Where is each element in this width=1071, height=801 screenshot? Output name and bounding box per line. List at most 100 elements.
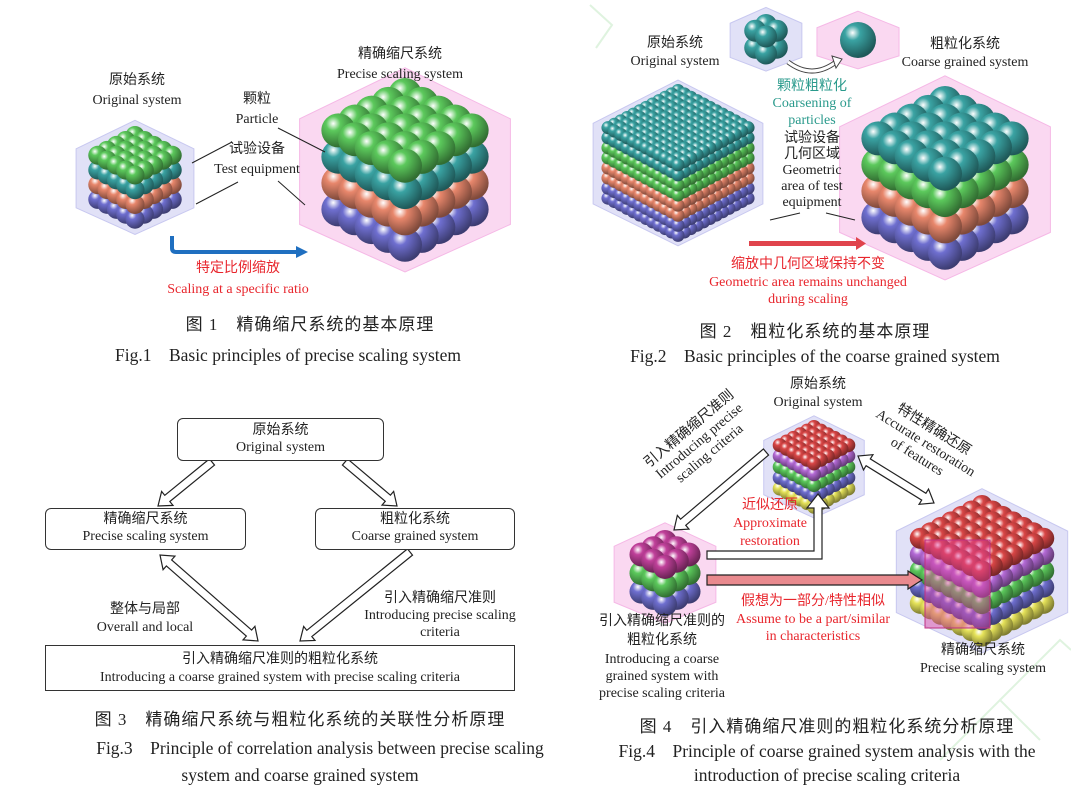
particle [671,168,685,182]
fig1-caption-en: Fig.1 Basic principles of precise scalin… [114,345,462,365]
fig2-geo-label-en-3: equipment [782,195,842,210]
fig2-scaling-arrowhead [856,237,866,250]
fig3-combined-box: 引入精确缩尺准则的粗粒化系统 Introducing a coarse grai… [45,645,515,691]
fig3-caption-en-2: system and coarse grained system [181,765,419,785]
fig4-cg-label-cn-2: 粗粒化系统 [627,633,697,648]
particle [671,198,685,212]
particle [388,175,422,210]
fig4-precise-label-en: Precise scaling system [920,661,1046,676]
fig3-original-label-cn: 原始系统 [252,423,309,438]
fig4-assume-label-cn: 假想为一部分/特性相似 [741,594,885,609]
fig3-coarse-box: 粗粒化系统 Coarse grained system [315,508,515,550]
particle [755,25,777,48]
fig1-original-cube [75,119,195,235]
fig1-scaling-arrow [170,236,298,254]
particle [653,554,677,579]
particle [125,194,145,214]
fig2-caption-en: Fig.2 Basic principles of the coarse gra… [630,346,1000,366]
fig2-unchanged-label-cn: 缩放中几何区域保持不变 [731,257,885,272]
particle [388,148,422,183]
fig3-intro-label-en-1: Introducing precise scaling [364,608,516,623]
particle [971,593,993,615]
fig4-original-label-en: Original system [773,395,863,410]
particle [807,478,821,493]
fig4-approx-label-en-1: Approximate [733,516,807,531]
fig3-precise-label-en: Precise scaling system [82,529,209,544]
fig3-overall-label-en: Overall and local [96,620,194,635]
fig3-combined-label-cn: 引入精确缩尺准则的粗粒化系统 [182,652,378,667]
fig2-coarsening-label-en-1: Coarsening of [772,96,852,111]
particle [928,209,962,244]
fig2-leader-left [769,212,801,221]
fig4-approx-label-en-2: restoration [740,534,800,549]
fig3-combined-label-en: Introducing a coarse grained system with… [100,670,460,685]
fig1-particle-label-en: Particle [235,112,279,127]
particle [928,235,962,270]
particle [671,208,685,222]
fig3-arrow-overall-local [159,554,259,642]
particle [971,609,993,631]
fig2-original-cube [592,79,764,247]
fig1-scaling-label-cn: 特定比例缩放 [196,261,280,276]
fig4-arrow-introduce-criteria [673,448,770,531]
fig1-equipment-leader-right [277,180,306,206]
particle [125,180,145,200]
fig3-precise-label-cn: 精确缩尺系统 [103,512,188,527]
fig3-intro-label-cn: 引入精确缩尺准则 [384,591,496,606]
fig4-precise-cube [895,488,1069,654]
fig2-coarsening-label-en-2: particles [788,113,836,128]
fig1-equipment-leader-left [195,181,239,205]
fig2-geo-label-cn-1: 试验设备 [784,131,840,146]
fig4-original-label-cn: 原始系统 [790,377,846,392]
fig4-arrow-accurate-restoration [857,453,935,506]
fig1-precise-cube [299,67,511,273]
fig1-original-label-cn: 原始系统 [109,73,165,88]
fig1-precise-label-cn: 精确缩尺系统 [358,47,442,62]
fig4-caption-en-1: Fig.4 Principle of coarse grained system… [618,741,1036,761]
fig2-coarse-label-cn: 粗粒化系统 [930,37,1000,52]
fig4-caption-en-2: introduction of precise scaling criteria [693,765,961,785]
fig4-cg-label-en-2: grained system with [605,669,719,684]
fig2-geo-label-cn-2: 几何区域 [784,147,840,162]
fig3-caption-cn: 图 3 精确缩尺系统与粗粒化系统的关联性分析原理 [94,710,506,729]
fig2-coarse-label-en: Coarse grained system [901,55,1029,70]
fig1-equipment-label-en: Test equipment [214,162,300,177]
fig4-original-cube [763,415,865,519]
fig4-precise-label-cn: 精确缩尺系统 [941,643,1025,658]
particle [971,576,993,598]
fig4-assume-label-en-2: in characteristics [765,629,861,644]
fig2-geo-label-en-1: Geometric [782,163,842,178]
fig1-scaling-arrowhead [296,246,308,258]
fig3-arrow-introduce-criteria [299,548,414,642]
particle [653,573,677,598]
particle [653,592,677,617]
fig3-caption-en-1: Fig.3 Principle of correlation analysis … [96,738,544,758]
fig1-particle-leader-right [277,127,326,153]
particle [671,158,685,172]
fig2-unchanged-label-en-1: Geometric area remains unchanged [709,275,907,290]
fig3-coarse-label-cn: 粗粒化系统 [380,512,450,527]
fig4-coarse-cube [613,522,717,624]
fig1-precise-label-en: Precise scaling system [337,67,463,82]
fig3-original-box: 原始系统 Original system [177,418,384,461]
fig3-original-label-en: Original system [235,440,326,455]
fig3-arrow-to-precise [157,458,216,507]
particle [807,456,821,471]
fig4-assume-label-en-1: Assume to be a part/similar [736,612,890,627]
fig4-caption-cn: 图 4 引入精确缩尺准则的粗粒化系统分析原理 [639,717,1015,736]
fig4-subregion-highlight [924,539,991,629]
fig2-caption-cn: 图 2 粗粒化系统的基本原理 [699,322,931,341]
fig2-coarse-particle [816,10,900,70]
fig1-particle-leader-left [191,141,233,164]
particle [971,625,993,647]
fig4-cg-label-en-3: precise scaling criteria [599,686,725,701]
fig4-approx-label-cn: 近似还原 [742,498,798,513]
fig4-arrow-approx-restoration [706,493,831,560]
fig1-caption-cn: 图 1 精确缩尺系统的基本原理 [185,315,435,334]
particle [671,178,685,192]
particle [671,188,685,202]
fig3-intro-label-en-2: criteria [420,625,460,640]
fig3-precise-box: 精确缩尺系统 Precise scaling system [45,508,246,550]
particle [755,42,777,65]
fig2-coarsening-label-cn: 颗粒粗粒化 [777,79,847,94]
